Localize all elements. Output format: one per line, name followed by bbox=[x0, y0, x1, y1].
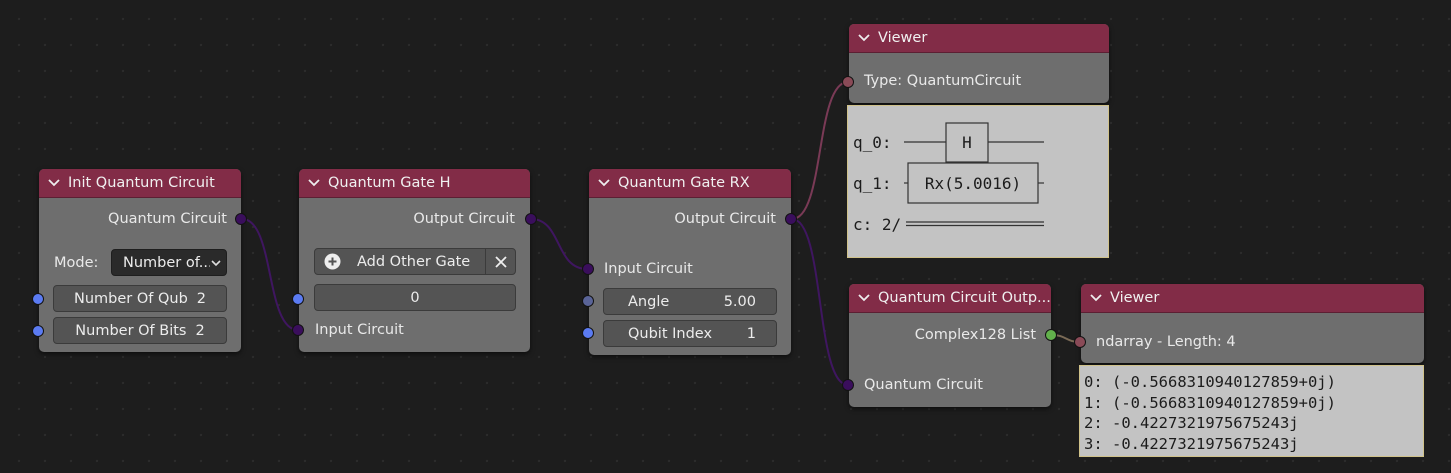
node-header[interactable]: Quantum Circuit Outp... bbox=[849, 284, 1051, 313]
node-title: Quantum Gate H bbox=[328, 175, 451, 191]
output-label: Complex128 List bbox=[914, 327, 1036, 343]
link-rx-to-output bbox=[791, 218, 849, 386]
array-line: 0: (-0.5668310940127859+0j) bbox=[1084, 373, 1336, 391]
angle-label: Angle bbox=[628, 293, 670, 310]
socket-h-input[interactable] bbox=[292, 324, 304, 336]
socket-init-qubits[interactable] bbox=[32, 293, 44, 305]
angle-value: 5.00 bbox=[723, 293, 756, 310]
socket-rx-input[interactable] bbox=[582, 263, 594, 275]
type-label: Type: QuantumCircuit bbox=[864, 73, 1022, 89]
output-label: Output Circuit bbox=[674, 211, 776, 227]
node-header[interactable]: Quantum Gate RX bbox=[589, 169, 791, 198]
qubit-index-label: Qubit Index bbox=[628, 325, 713, 342]
socket-h-output[interactable] bbox=[525, 213, 537, 225]
node-header[interactable]: Quantum Gate H bbox=[299, 169, 530, 198]
socket-rx-angle[interactable] bbox=[582, 295, 594, 307]
socket-viewer-circuit-input[interactable] bbox=[842, 76, 854, 88]
circuit-diagram: q_0: H q_1: Rx(5.0016) c: 2/ bbox=[853, 122, 1044, 234]
node-quantum-circuit-output[interactable]: Quantum Circuit Outp... Complex128 List … bbox=[849, 284, 1051, 407]
node-init-quantum-circuit[interactable]: Init Quantum Circuit Quantum Circuit Mod… bbox=[39, 169, 241, 352]
h-gate-label: H bbox=[962, 133, 972, 152]
node-header[interactable]: Viewer bbox=[849, 24, 1109, 53]
socket-init-output[interactable] bbox=[235, 213, 247, 225]
bits-value: 2 bbox=[195, 322, 205, 339]
chevron-down-icon[interactable] bbox=[856, 31, 872, 45]
socket-rx-output[interactable] bbox=[785, 213, 797, 225]
mode-dropdown[interactable]: Number of... bbox=[111, 249, 227, 276]
link-h-to-rx bbox=[530, 218, 588, 270]
qubit-index-value: 1 bbox=[746, 325, 756, 342]
socket-viewer-array-input[interactable] bbox=[1074, 336, 1086, 348]
socket-h-index[interactable] bbox=[292, 293, 304, 305]
node-quantum-gate-h[interactable]: Quantum Gate H Output Circuit Add Other … bbox=[299, 169, 530, 352]
remove-gate-button[interactable] bbox=[485, 249, 515, 274]
bits-field[interactable]: Number Of Bits 2 bbox=[53, 317, 227, 344]
node-title: Quantum Circuit Outp... bbox=[878, 290, 1051, 306]
close-icon bbox=[494, 255, 507, 268]
input-label: Quantum Circuit bbox=[864, 377, 983, 393]
chevron-down-icon[interactable] bbox=[596, 176, 612, 190]
chevron-down-icon[interactable] bbox=[46, 176, 62, 190]
array-line: 2: -0.4227321975675243j bbox=[1084, 414, 1299, 432]
plus-circle-icon bbox=[324, 253, 341, 270]
node-quantum-gate-rx[interactable]: Quantum Gate RX Output Circuit Input Cir… bbox=[589, 169, 791, 355]
socket-output-input[interactable] bbox=[842, 379, 854, 391]
link-init-to-h bbox=[241, 218, 299, 331]
add-other-gate-button[interactable]: Add Other Gate bbox=[314, 248, 516, 275]
socket-rx-qubit[interactable] bbox=[582, 327, 594, 339]
array-output-panel: 0: (-0.5668310940127859+0j) 1: (-0.56683… bbox=[1079, 365, 1424, 457]
array-line: 3: -0.4227321975675243j bbox=[1084, 434, 1299, 453]
socket-output-list[interactable] bbox=[1045, 329, 1057, 341]
output-label: Output Circuit bbox=[413, 211, 515, 227]
bits-label: Number Of Bits bbox=[75, 322, 187, 339]
input-label: Input Circuit bbox=[315, 322, 404, 338]
chevron-down-icon[interactable] bbox=[856, 291, 872, 305]
qubits-label: Number Of Qub bbox=[73, 290, 188, 307]
array-line: 1: (-0.5668310940127859+0j) bbox=[1084, 393, 1336, 412]
qubit-index-field[interactable]: Qubit Index 1 bbox=[603, 320, 777, 347]
chevron-down-icon[interactable] bbox=[1088, 291, 1104, 305]
node-header[interactable]: Init Quantum Circuit bbox=[39, 169, 241, 198]
c-label: c: 2/ bbox=[853, 215, 901, 234]
rx-gate-label: Rx(5.0016) bbox=[925, 174, 1021, 193]
gate-index-field[interactable]: 0 bbox=[314, 284, 516, 311]
qubits-field[interactable]: Number Of Qub 2 bbox=[53, 285, 227, 312]
gate-index-value: 0 bbox=[410, 289, 420, 306]
node-title: Init Quantum Circuit bbox=[68, 175, 215, 191]
angle-field[interactable]: Angle 5.00 bbox=[603, 288, 777, 315]
node-viewer-array[interactable]: Viewer ndarray - Length: 4 bbox=[1081, 284, 1424, 363]
output-label: Quantum Circuit bbox=[108, 211, 227, 227]
input-label: Input Circuit bbox=[604, 261, 693, 277]
node-viewer-circuit[interactable]: Viewer Type: QuantumCircuit bbox=[849, 24, 1109, 103]
type-label: ndarray - Length: 4 bbox=[1096, 334, 1236, 350]
qubits-value: 2 bbox=[196, 290, 207, 307]
mode-value: Number of... bbox=[123, 254, 210, 271]
mode-label: Mode: bbox=[54, 255, 99, 271]
node-title: Quantum Gate RX bbox=[618, 175, 750, 191]
node-header[interactable]: Viewer bbox=[1081, 284, 1424, 313]
chevron-down-icon[interactable] bbox=[306, 176, 322, 190]
node-title: Viewer bbox=[878, 30, 928, 46]
socket-init-bits[interactable] bbox=[32, 325, 44, 337]
dropdown-chevron-icon bbox=[211, 259, 221, 266]
node-title: Viewer bbox=[1110, 290, 1160, 306]
q0-label: q_0: bbox=[853, 133, 892, 152]
circuit-diagram-panel: q_0: H q_1: Rx(5.0016) c: 2/ bbox=[847, 105, 1109, 258]
add-gate-label: Add Other Gate bbox=[357, 253, 471, 270]
link-rx-to-viewer bbox=[791, 81, 849, 220]
q1-label: q_1: bbox=[853, 174, 892, 193]
